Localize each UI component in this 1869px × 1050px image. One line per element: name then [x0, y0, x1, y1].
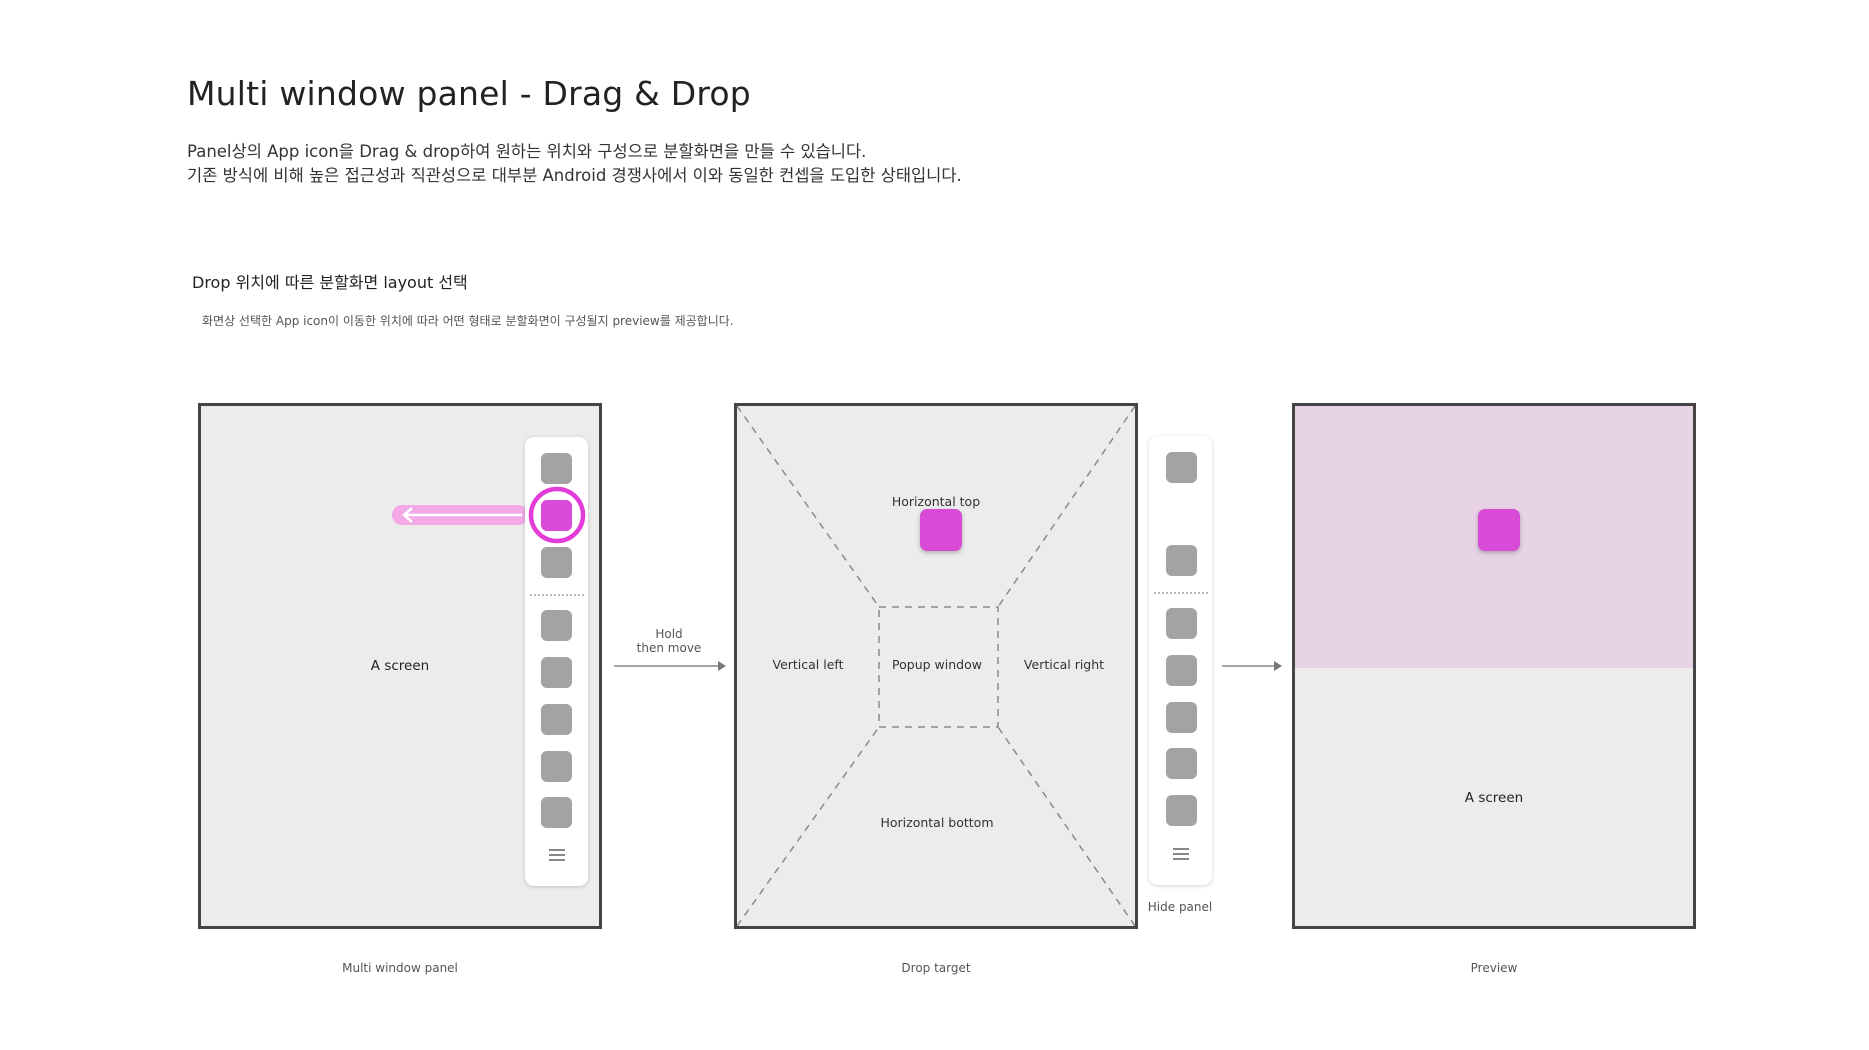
app-icon-5[interactable]	[541, 657, 572, 688]
menu-icon[interactable]	[549, 849, 565, 861]
panel-app-icon-7[interactable]	[1166, 748, 1197, 779]
panel-divider	[530, 594, 584, 596]
zone-vertical-left: Vertical left	[772, 657, 844, 672]
drop-target-frame	[734, 403, 1138, 929]
section-description: 화면상 선택한 App icon이 이동한 위치에 따라 어떤 형태로 분할화면…	[202, 314, 734, 328]
zone-horizontal-bottom: Horizontal bottom	[880, 815, 994, 830]
zone-horizontal-top: Horizontal top	[891, 494, 981, 509]
panel-app-icon-1[interactable]	[1166, 452, 1197, 483]
app-icon-7[interactable]	[541, 751, 572, 782]
description-line-1: Panel상의 App icon을 Drag & drop하여 원하는 위치와 …	[187, 142, 867, 161]
selection-ring-icon	[528, 486, 586, 544]
app-icon-8[interactable]	[541, 797, 572, 828]
panel-app-icon-8[interactable]	[1166, 795, 1197, 826]
panel-divider	[1154, 592, 1208, 594]
arrow-label-line-1: Hold	[655, 627, 683, 641]
app-icon-1[interactable]	[541, 453, 572, 484]
arrow-label-line-2: then move	[636, 641, 702, 655]
caption-drop-target: Drop target	[901, 961, 971, 975]
app-icon-3[interactable]	[541, 547, 572, 578]
panel-app-icon-6[interactable]	[1166, 702, 1197, 733]
zone-vertical-right: Vertical right	[1023, 657, 1105, 672]
preview-frame	[1292, 403, 1696, 929]
menu-icon[interactable]	[1173, 848, 1189, 860]
arrow-right-icon	[1222, 661, 1282, 671]
app-icon-4[interactable]	[541, 610, 572, 641]
description-line-2: 기존 방식에 비해 높은 접근성과 직관성으로 대부분 Android 경쟁사에…	[187, 166, 962, 185]
dragged-app-icon[interactable]	[920, 509, 962, 551]
caption-preview: Preview	[1470, 961, 1518, 975]
zone-popup-window: Popup window	[892, 657, 982, 672]
panel-app-icon-3[interactable]	[1166, 545, 1197, 576]
a-screen-label: A screen	[370, 658, 430, 674]
drag-trail-arrow	[392, 505, 528, 525]
hide-panel-label: Hide panel	[1147, 900, 1213, 914]
section-heading: Drop 위치에 따른 분할화면 layout 선택	[192, 273, 468, 292]
drop-zone-guides	[737, 406, 1135, 926]
app-icon-6[interactable]	[541, 704, 572, 735]
a-screen-label: A screen	[1464, 790, 1524, 806]
hold-then-move-label: Hold then move	[637, 627, 702, 655]
preview-app-icon	[1478, 509, 1520, 551]
page-title: Multi window panel - Drag & Drop	[187, 74, 751, 113]
arrow-right-icon	[614, 661, 726, 671]
app-icon-selected[interactable]	[541, 500, 572, 531]
panel-app-icon-5[interactable]	[1166, 655, 1197, 686]
caption-multi-window-panel: Multi window panel	[342, 961, 458, 975]
panel-app-icon-4[interactable]	[1166, 608, 1197, 639]
